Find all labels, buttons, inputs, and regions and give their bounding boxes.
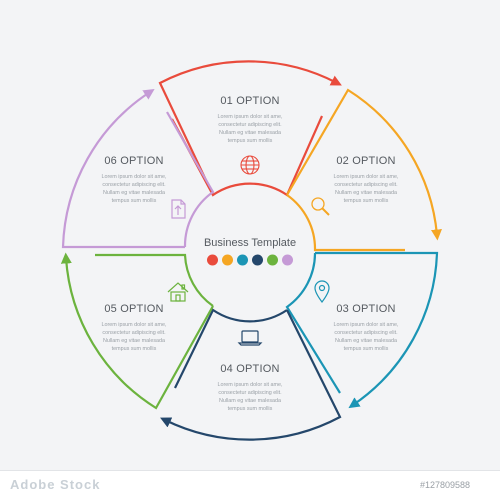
color-dot-3 — [237, 254, 248, 266]
segment-04-outline — [160, 309, 342, 441]
option-06-line-4: tempus sum mollis — [112, 198, 157, 204]
option-01-line-1: Lorem ipsum dolor sit ame, — [217, 114, 283, 120]
segment-01: 01 OPTION Lorem ipsum dolor sit ame, con… — [158, 60, 342, 197]
option-01-line-2: consectetur adipiscing elit. — [218, 122, 281, 128]
segment-01-inner-arc — [171, 115, 324, 197]
option-04-title: 04 OPTION — [220, 363, 279, 375]
option-02-title: 02 OPTION — [336, 155, 395, 167]
stock-logo: Adobe Stock — [10, 477, 101, 492]
color-dot-2 — [222, 254, 233, 266]
color-dot-1 — [207, 254, 218, 266]
house-icon — [167, 282, 189, 302]
option-02-line-3: Nullam eg vitae malesada — [335, 190, 397, 196]
option-06-title: 06 OPTION — [104, 155, 163, 167]
segment-04: 04 OPTION Lorem ipsum dolor sit ame, con… — [160, 308, 342, 441]
segment-05: 05 OPTION Lorem ipsum dolor sit ame, con… — [60, 252, 214, 410]
option-02-line-2: consectetur adipiscing elit. — [334, 182, 397, 188]
magnifier-icon — [311, 197, 330, 216]
color-dot-row — [207, 254, 293, 266]
segment-06-outline — [61, 88, 185, 249]
option-01-line-4: tempus sum mollis — [228, 138, 273, 144]
segment-06-inner — [166, 111, 215, 248]
option-04-line-1: Lorem ipsum dolor sit ame, — [217, 382, 283, 388]
option-02-line-4: tempus sum mollis — [344, 198, 389, 204]
option-05-line-4: tempus sum mollis — [112, 346, 157, 352]
color-dot-4 — [252, 254, 263, 266]
segment-02: 02 OPTION Lorem ipsum dolor sit ame, con… — [286, 88, 442, 252]
segment-02-outline — [286, 88, 442, 241]
option-03-line-4: tempus sum mollis — [344, 346, 389, 352]
color-dot-5 — [267, 254, 278, 266]
center-hub: Business Template — [204, 237, 296, 266]
option-02-line-1: Lorem ipsum dolor sit ame, — [333, 174, 399, 180]
segment-03-inner — [285, 252, 341, 394]
stock-watermark-bar: Adobe Stock #127809588 — [0, 470, 500, 501]
option-05-line-1: Lorem ipsum dolor sit ame, — [101, 322, 167, 328]
document-icon — [171, 199, 186, 219]
option-04-line-2: consectetur adipiscing elit. — [218, 390, 281, 396]
segment-02-inner — [286, 194, 405, 252]
option-01-line-3: Nullam eg vitae malesada — [219, 130, 281, 136]
option-05-line-3: Nullam eg vitae malesada — [103, 338, 165, 344]
option-04-line-4: tempus sum mollis — [228, 406, 273, 412]
option-04-line-3: Nullam eg vitae malesada — [219, 398, 281, 404]
option-05-title: 05 OPTION — [104, 303, 163, 315]
map-pin-icon — [314, 280, 330, 304]
color-dot-6 — [282, 254, 293, 266]
stock-id: #127809588 — [419, 480, 470, 490]
option-05-line-2: consectetur adipiscing elit. — [102, 330, 165, 336]
center-title: Business Template — [204, 237, 296, 249]
segment-04-inner — [174, 308, 288, 389]
segment-06: 06 OPTION Lorem ipsum dolor sit ame, con… — [61, 88, 215, 249]
option-01-title: 01 OPTION — [220, 95, 279, 107]
option-03-line-2: consectetur adipiscing elit. — [334, 330, 397, 336]
segment-03-outline — [315, 251, 439, 409]
segment-03: 03 OPTION Lorem ipsum dolor sit ame, con… — [285, 251, 439, 409]
segment-01-outline — [158, 60, 342, 196]
option-06-line-2: consectetur adipiscing elit. — [102, 182, 165, 188]
laptop-icon — [237, 330, 263, 346]
segment-05-inner — [95, 253, 214, 307]
globe-icon — [240, 155, 260, 175]
option-03-title: 03 OPTION — [336, 303, 395, 315]
option-03-line-3: Nullam eg vitae malesada — [335, 338, 397, 344]
segment-05-outline — [60, 252, 214, 410]
option-06-line-3: Nullam eg vitae malesada — [103, 190, 165, 196]
option-03-line-1: Lorem ipsum dolor sit ame, — [333, 322, 399, 328]
option-06-line-1: Lorem ipsum dolor sit ame, — [101, 174, 167, 180]
